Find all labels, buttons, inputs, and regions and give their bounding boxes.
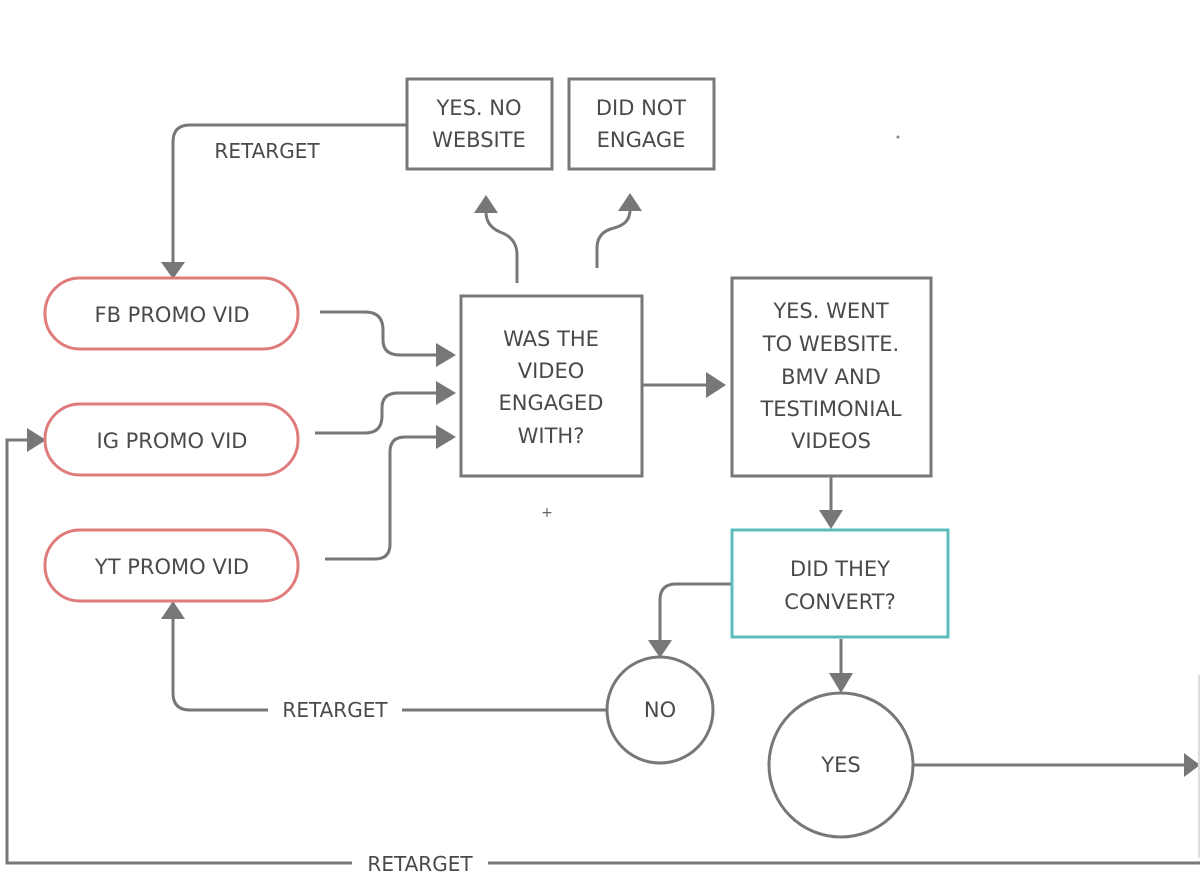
node-label: NO: [644, 698, 676, 722]
retarget-label-middle: RETARGET: [282, 698, 388, 722]
node-convert-question[interactable]: DID THEY CONVERT?: [730, 528, 950, 639]
node-label: IG PROMO VID: [97, 429, 248, 453]
arrowhead-right-icon: [706, 372, 726, 398]
arrowhead-up-icon: [618, 193, 642, 211]
node-text-line: ENGAGE: [597, 128, 686, 152]
edge-engaged-to-no-website: [484, 211, 519, 283]
stray-dot: [896, 135, 900, 139]
node-no[interactable]: NO: [605, 655, 715, 765]
node-text-line: WITH?: [518, 424, 585, 448]
edge-fb-to-engaged: [320, 310, 438, 357]
node-text-line: ENGAGED: [499, 391, 604, 415]
edge-retarget-to-ig: [5, 438, 1200, 865]
arrowhead-down-icon: [819, 510, 843, 529]
node-yes[interactable]: YES: [767, 691, 915, 839]
arrowhead-right-icon: [1184, 753, 1200, 777]
node-engaged-question[interactable]: WAS THE VIDEO ENGAGED WITH?: [459, 294, 644, 478]
arrowhead-right-icon: [27, 428, 46, 452]
node-text-line: BMV AND: [781, 365, 881, 389]
retarget-label-bottom: RETARGET: [367, 852, 473, 876]
arrowhead-down-icon: [648, 640, 672, 658]
edge-no-to-yt: [171, 618, 606, 712]
edge-convert-to-no: [658, 582, 732, 640]
node-did-not-engage[interactable]: DID NOT ENGAGE: [567, 77, 716, 171]
node-yes-no-website[interactable]: YES. NO WEBSITE: [405, 77, 554, 171]
node-text-line: TO WEBSITE.: [762, 332, 899, 356]
arrowhead-right-icon: [436, 343, 456, 367]
edge-engaged-to-not-engage: [595, 209, 632, 268]
arrowhead-down-icon: [161, 262, 185, 279]
cursor-crosshair-icon: +: [541, 505, 553, 521]
node-ig-promo-vid[interactable]: IG PROMO VID: [43, 402, 300, 477]
node-label: YES: [820, 753, 860, 777]
node-text-line: CONVERT?: [784, 590, 896, 614]
node-text-line: VIDEOS: [791, 429, 871, 453]
arrowhead-right-icon: [436, 381, 456, 405]
retarget-label-top: RETARGET: [214, 139, 320, 163]
arrowhead-up-icon: [161, 601, 185, 619]
arrowhead-up-icon: [474, 195, 498, 213]
node-text-line: YES. NO: [435, 96, 521, 120]
node-fb-promo-vid[interactable]: FB PROMO VID: [43, 276, 300, 351]
node-text-line: WEBSITE: [432, 128, 526, 152]
arrowhead-down-icon: [829, 673, 853, 693]
node-text-line: YES. WENT: [772, 299, 889, 323]
node-text-line: VIDEO: [518, 359, 585, 383]
edge-yt-to-engaged: [325, 435, 438, 561]
arrowhead-right-icon: [436, 425, 456, 449]
node-went-to-website[interactable]: YES. WENT TO WEBSITE. BMV AND TESTIMONIA…: [730, 276, 933, 478]
node-label: FB PROMO VID: [95, 303, 250, 327]
node-yt-promo-vid[interactable]: YT PROMO VID: [43, 528, 300, 603]
node-text-line: TESTIMONIAL: [759, 397, 901, 421]
node-text-line: WAS THE: [503, 327, 599, 351]
node-text-line: DID NOT: [596, 96, 686, 120]
edge-retarget-to-fb: [171, 123, 407, 262]
node-label: YT PROMO VID: [94, 555, 249, 579]
edge-ig-to-engaged: [315, 391, 438, 435]
node-text-line: DID THEY: [790, 557, 890, 581]
